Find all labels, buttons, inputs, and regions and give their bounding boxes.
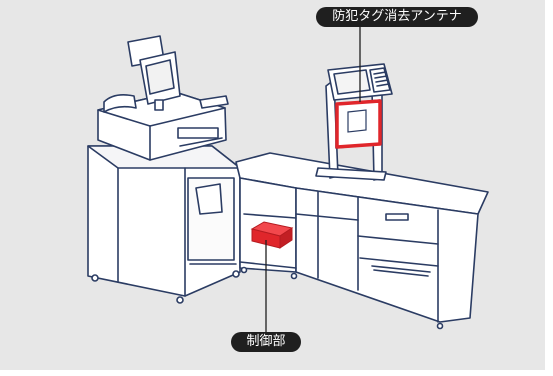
control-unit-box [250, 221, 294, 249]
antenna-label: 防犯タグ消去アンテナ [316, 7, 478, 27]
register-cabinet [87, 145, 241, 304]
antenna-highlight [335, 99, 382, 149]
control-unit-label: 制御部 [231, 332, 301, 352]
customer-display [127, 35, 181, 111]
